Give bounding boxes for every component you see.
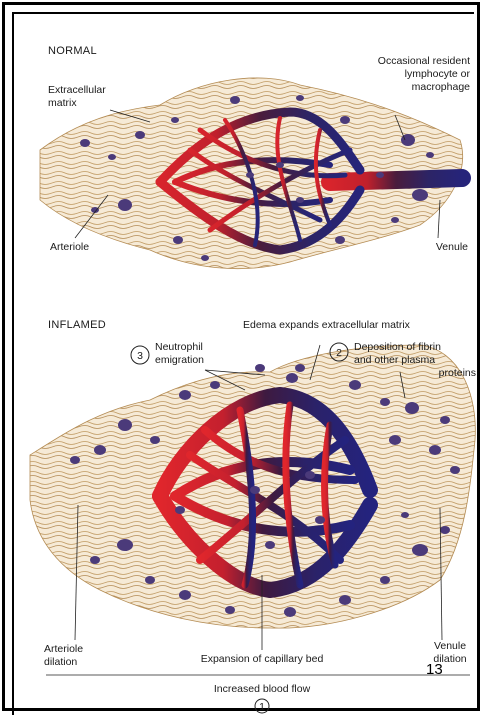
label-arteriole-dilation-2: dilation bbox=[44, 656, 77, 668]
label-edema: Edema expands extracellular matrix bbox=[243, 319, 411, 331]
label-resident-3: macrophage bbox=[412, 81, 471, 93]
label-extracellular-2: matrix bbox=[48, 97, 77, 109]
label-resident-2: lymphocyte or bbox=[405, 68, 471, 80]
step-1-number: 1 bbox=[259, 701, 265, 713]
label-arteriole: Arteriole bbox=[50, 241, 89, 253]
label-capillary-bed: Expansion of capillary bed bbox=[201, 653, 324, 665]
label-resident-1: Occasional resident bbox=[378, 55, 470, 67]
inflamed-title: INFLAMED bbox=[48, 319, 106, 331]
label-extracellular-1: Extracellular bbox=[48, 84, 106, 96]
label-fibrin-1: Deposition of fibrin bbox=[354, 341, 441, 353]
page-number: 13 bbox=[426, 661, 443, 678]
label-blood-flow: Increased blood flow bbox=[214, 683, 311, 695]
label-neutrophil-1: Neutrophil bbox=[155, 341, 203, 353]
label-neutrophil-2: emigration bbox=[155, 354, 204, 366]
label-fibrin-3: proteins bbox=[439, 367, 476, 379]
inflamed-panel: INFLAMED Edema expands extracellular mat… bbox=[30, 319, 476, 713]
normal-title: NORMAL bbox=[48, 45, 97, 57]
label-fibrin-2: and other plasma bbox=[354, 354, 435, 366]
label-venule: Venule bbox=[436, 241, 468, 253]
label-arteriole-dilation-1: Arteriole bbox=[44, 643, 83, 655]
step-2-number: 2 bbox=[336, 347, 342, 359]
step-3-number: 3 bbox=[137, 350, 143, 362]
label-venule-dilation-1: Venule bbox=[434, 640, 466, 652]
normal-panel: NORMAL Extracellular matrix Occasional r… bbox=[40, 45, 471, 269]
